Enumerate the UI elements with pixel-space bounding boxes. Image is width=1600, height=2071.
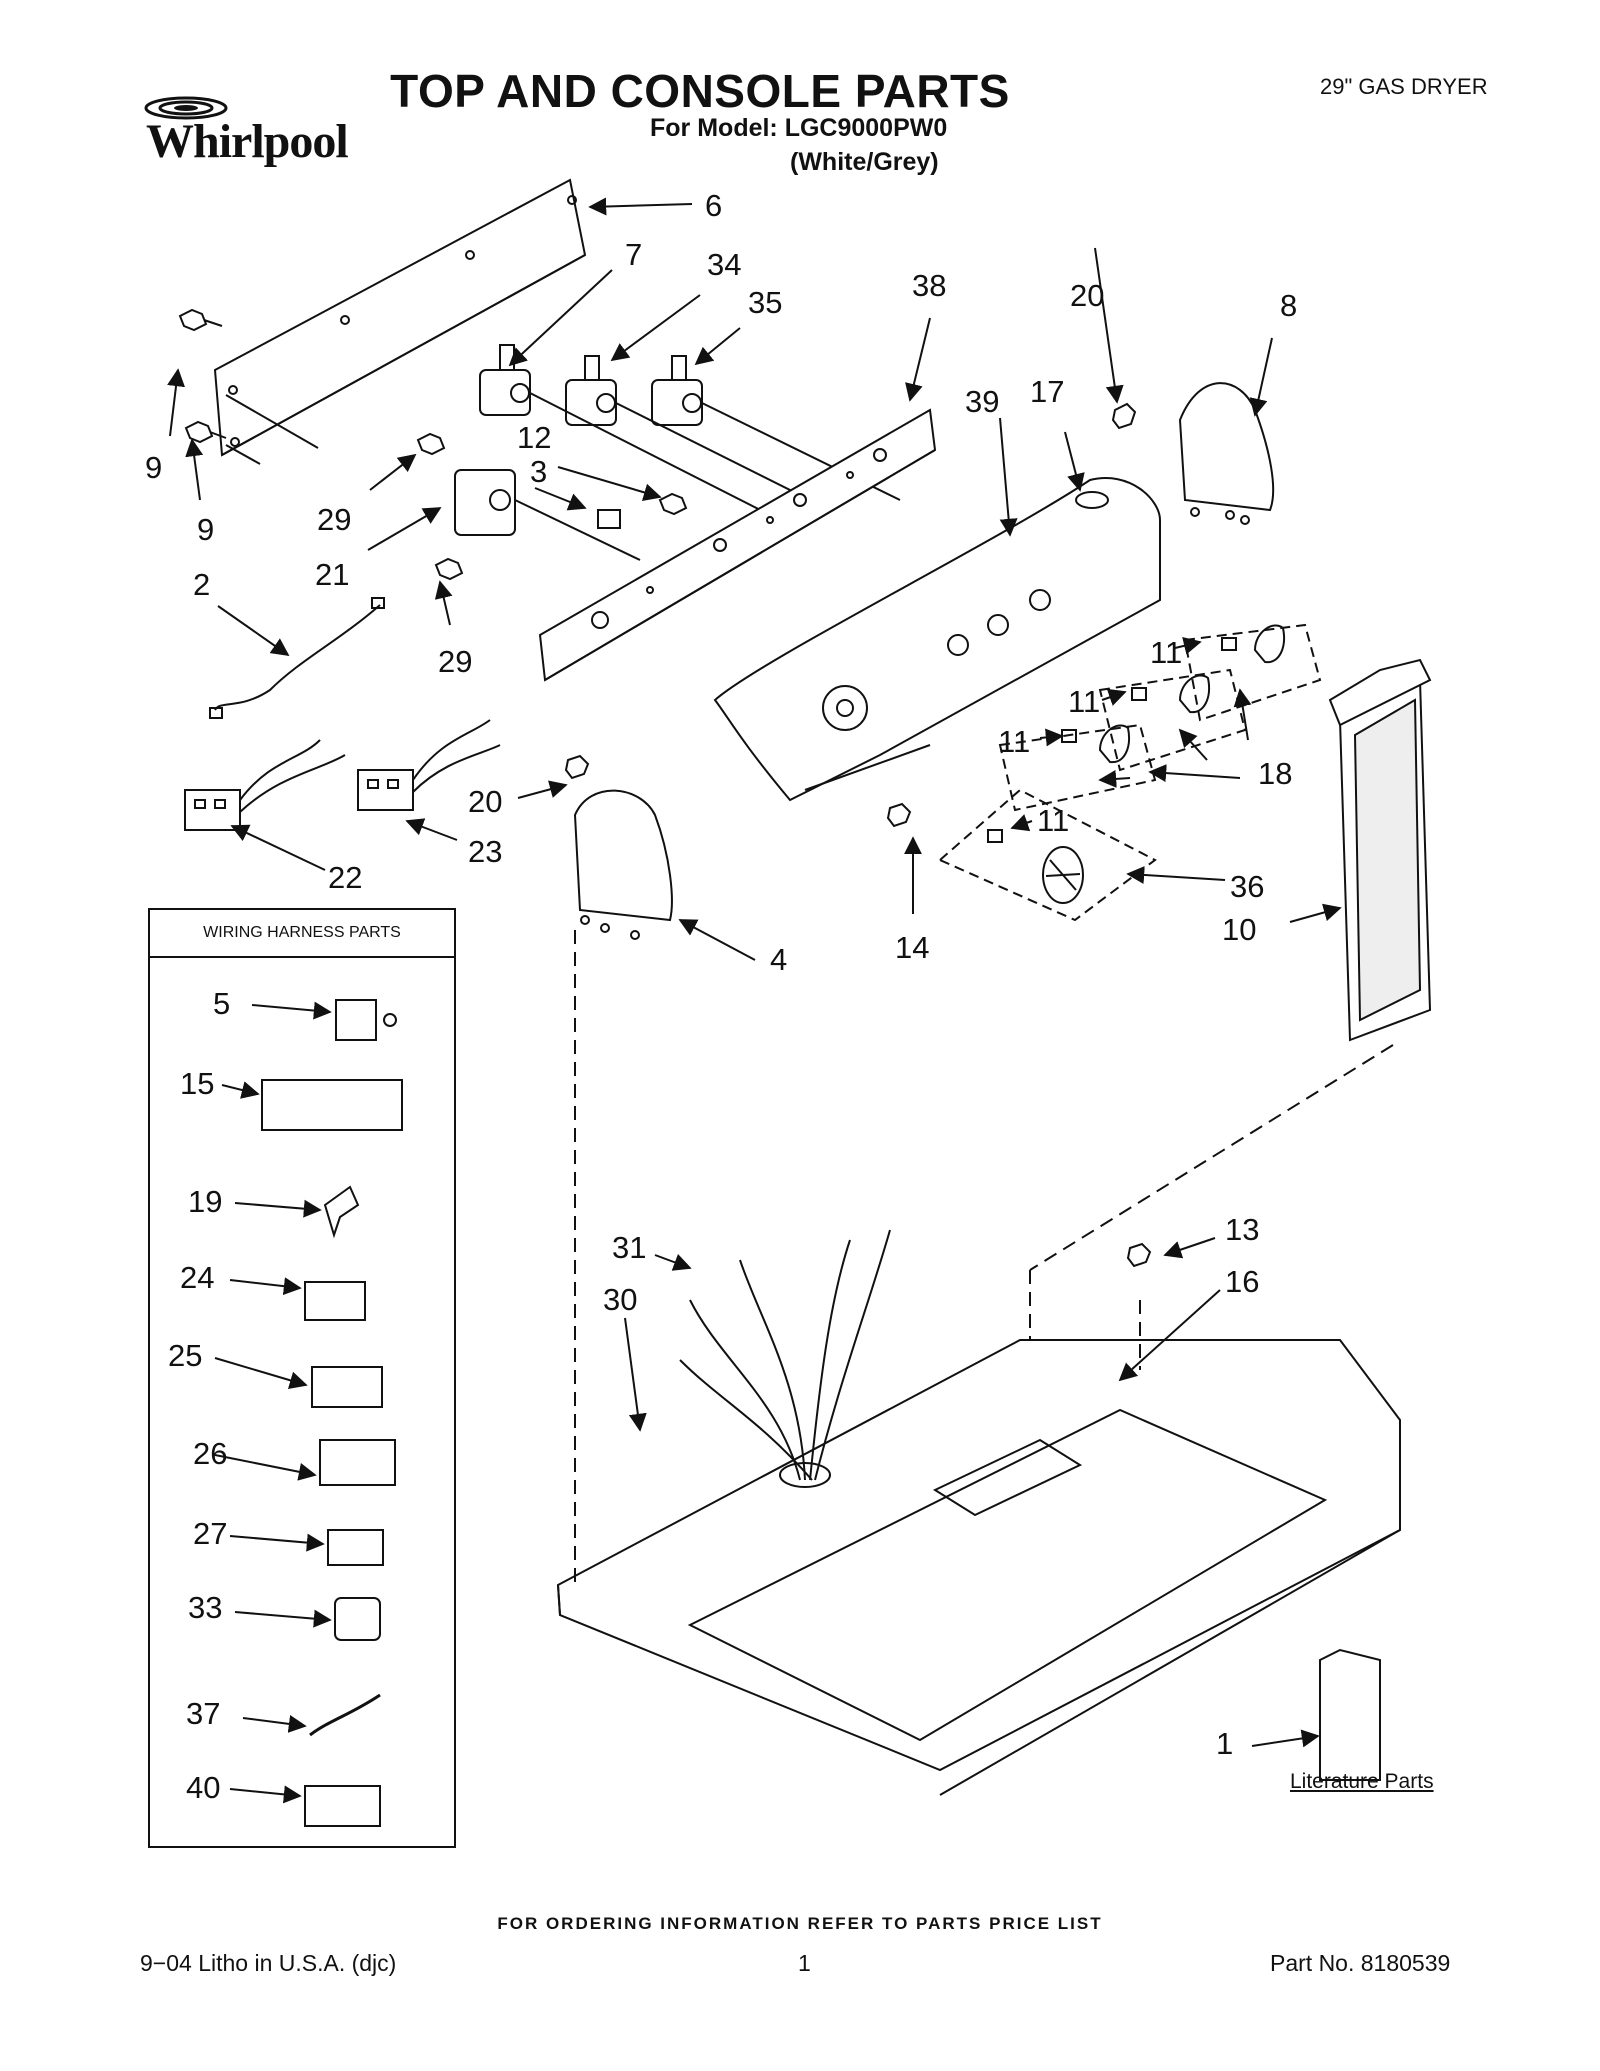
harness-callout-26: 26 [193,1436,227,1471]
callout-9b: 9 [197,512,214,547]
color-line: (White/Grey) [790,148,939,176]
wire-harness-parts [184,597,501,831]
callout-29a: 29 [317,502,351,537]
literature-parts-label: Literature Parts [1290,1770,1434,1793]
callout-3: 3 [530,454,547,489]
callout-4: 4 [770,942,787,977]
callout-14: 14 [895,930,929,965]
brand-name: Whirlpool [146,115,349,168]
callout-17: 17 [1030,374,1064,409]
rear-panel-part [213,178,587,465]
whirlpool-logo: Whirlpool [140,90,380,170]
end-cap-part-4 [573,789,673,940]
model-line: For Model: LGC9000PW0 [650,114,948,142]
harness-callout-24: 24 [180,1260,214,1295]
callout-23: 23 [468,834,502,869]
callout-7: 7 [625,237,642,272]
screw-part-9 [178,308,227,444]
harness-callout-19: 19 [188,1184,222,1219]
control-panel-part [538,408,937,682]
harness-callout-27: 27 [193,1516,227,1551]
callout-38: 38 [912,268,946,303]
callout-20a: 20 [1070,278,1104,313]
wiring-harness-heading: WIRING HARNESS PARTS [150,910,454,958]
timer-part [454,469,641,561]
callout-30: 30 [603,1282,637,1317]
callout-29b: 29 [438,644,472,679]
lint-screen-part [1328,658,1432,1042]
end-cap-part-8 [1178,382,1275,525]
leader-lines [167,197,1342,1804]
callout-21: 21 [315,557,349,592]
page-title: TOP AND CONSOLE PARTS [390,65,1010,117]
alignment-lines [574,930,1394,1590]
dryer-top-part [556,1339,1401,1796]
console-part [713,477,1161,802]
wiring-harness-box: WIRING HARNESS PARTS [148,908,456,1848]
connector-part-3 [597,509,621,529]
callout-11a: 11 [1150,635,1182,670]
callout-labels: 6 7 34 35 38 20 8 39 17 9 9 29 12 3 21 2… [145,188,1297,1761]
print-info: 9−04 Litho in U.S.A. (djc) [140,1950,397,1976]
callout-1: 1 [1216,1726,1233,1761]
harness-callout-37: 37 [186,1696,220,1731]
callout-9a: 9 [145,450,162,485]
callout-18: 18 [1258,756,1292,791]
literature-part [1319,1648,1381,1781]
callout-31: 31 [612,1230,646,1265]
callout-11d: 11 [1037,803,1069,838]
callout-8: 8 [1280,288,1297,323]
callout-36: 36 [1230,869,1264,904]
callout-20b: 20 [468,784,502,819]
callout-12: 12 [517,420,551,455]
switch-parts [479,344,901,521]
screw-parts [416,402,1152,1268]
harness-callout-25: 25 [168,1338,202,1373]
knob-part-36 [938,788,1157,922]
part-number: Part No. 8180539 [1270,1950,1451,1976]
callout-10: 10 [1222,912,1256,947]
harness-callout-5: 5 [213,986,230,1021]
harness-parts-illustrations [261,999,403,1827]
callout-11b: 11 [1068,684,1100,719]
product-type: 29" GAS DRYER [1320,74,1488,99]
callout-34: 34 [707,247,741,282]
callout-2: 2 [193,567,210,602]
callout-35: 35 [748,285,782,320]
harness-callout-33: 33 [188,1590,222,1625]
ordering-note: FOR ORDERING INFORMATION REFER TO PARTS … [497,1914,1103,1933]
page-number: 1 [798,1950,811,1976]
callout-39: 39 [965,384,999,419]
main-wire-bundle [679,1229,891,1481]
harness-callout-labels: 5 15 19 24 25 26 27 33 37 40 [168,986,230,1805]
callout-6: 6 [705,188,722,223]
callout-16: 16 [1225,1264,1259,1299]
logo-swirl-icon [144,96,228,120]
harness-callout-15: 15 [180,1066,214,1101]
callout-11c: 11 [998,724,1030,759]
callout-13: 13 [1225,1212,1259,1247]
callout-22: 22 [328,860,362,895]
harness-callout-40: 40 [186,1770,220,1805]
